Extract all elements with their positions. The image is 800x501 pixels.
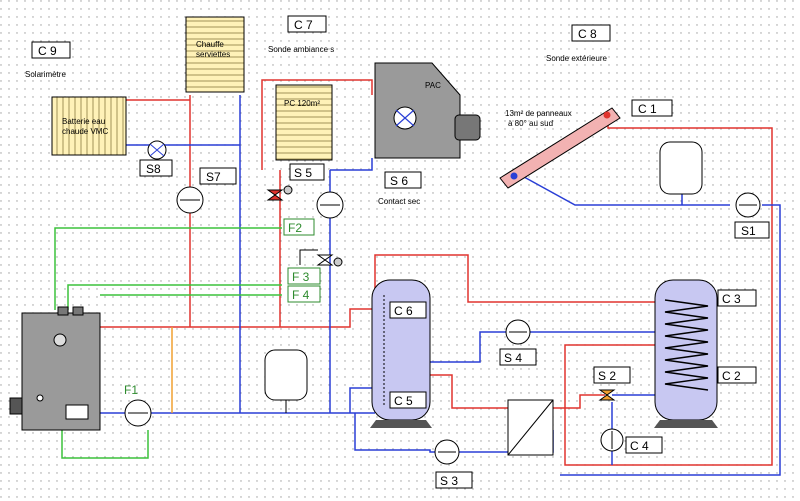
- label-s6: S 6: [384, 171, 422, 189]
- svg-text:S7: S7: [206, 170, 221, 184]
- svg-text:S 2: S 2: [598, 369, 616, 383]
- label-s3: S 3: [435, 471, 473, 489]
- label-f2: F2: [283, 218, 315, 236]
- svg-text:F2: F2: [288, 221, 302, 235]
- label-s5: S 5: [289, 163, 325, 181]
- svg-text:F 4: F 4: [292, 288, 310, 302]
- batterie-vmc-radiator: [51, 96, 127, 156]
- label-c9: C 9: [31, 41, 71, 59]
- expansion-vessel-heating: [264, 349, 308, 413]
- label-s4: S 4: [499, 348, 537, 366]
- svg-text:S8: S8: [146, 162, 161, 176]
- label-f3: F 3: [287, 267, 321, 285]
- svg-text:S 3: S 3: [440, 474, 458, 488]
- pump-s1: [735, 192, 761, 218]
- label-pac: PAC: [425, 81, 441, 90]
- svg-text:S 4: S 4: [504, 351, 522, 365]
- label-chauffe: Chauffe: [196, 40, 224, 49]
- svg-text:F 3: F 3: [292, 270, 310, 284]
- pump-c4: [600, 428, 624, 452]
- pump-s3: [434, 439, 460, 465]
- svg-text:C 3: C 3: [722, 292, 741, 306]
- svg-text:C 5: C 5: [394, 394, 413, 408]
- svg-text:S1: S1: [741, 224, 756, 238]
- svg-text:C 8: C 8: [578, 27, 597, 41]
- label-c1: C 1: [631, 99, 673, 117]
- valve-3way-f3: [316, 254, 343, 267]
- svg-text:C 2: C 2: [722, 369, 741, 383]
- thin-black-pipes: [299, 249, 318, 265]
- pump-s7: [176, 186, 204, 214]
- valve-3way-s2: [598, 389, 616, 401]
- pump-s8: [147, 140, 167, 160]
- svg-text:C 4: C 4: [630, 439, 649, 453]
- plancher-chauffant-radiator: [275, 84, 333, 161]
- label-batterie-1: Batterie eau: [62, 117, 105, 126]
- label-sonde-exterieure: Sonde extérieure: [546, 54, 607, 63]
- boiler: [9, 306, 101, 431]
- label-pc: PC 120m²: [284, 99, 320, 108]
- green-pipes: [54, 227, 282, 459]
- plate-heat-exchanger: [507, 399, 554, 456]
- svg-text:F1: F1: [124, 383, 138, 397]
- valve-3way-s5: [266, 185, 293, 201]
- label-sonde-ambiance: Sonde ambiance s: [268, 45, 334, 54]
- heat-pump-pac: [374, 62, 481, 159]
- svg-text:C 7: C 7: [294, 18, 313, 32]
- label-c7: C 7: [287, 15, 327, 33]
- expansion-vessel-solar: [659, 141, 703, 195]
- label-contact-sec: Contact sec: [378, 197, 420, 206]
- label-c5: C 5: [389, 391, 427, 409]
- svg-text:C 6: C 6: [394, 304, 413, 318]
- svg-text:C 9: C 9: [38, 44, 57, 58]
- label-s8: S8: [139, 159, 173, 177]
- chauffe-serviettes-radiator: [185, 16, 245, 93]
- pump-s4: [505, 319, 531, 345]
- solar-panel: [499, 107, 621, 189]
- label-c3: C 3: [717, 289, 757, 307]
- label-c6: C 6: [389, 301, 427, 319]
- label-c4: C 4: [625, 436, 663, 454]
- svg-text:S 5: S 5: [294, 166, 312, 180]
- svg-text:C 1: C 1: [638, 102, 657, 116]
- label-panneaux-1: 13m² de panneaux: [505, 109, 572, 118]
- label-s2: S 2: [593, 366, 631, 384]
- label-batterie-2: chaude VMC: [62, 127, 108, 136]
- pump-s5: [316, 191, 344, 219]
- label-f4: F 4: [287, 285, 321, 303]
- label-c8: C 8: [571, 24, 611, 42]
- label-f1: F1: [124, 383, 138, 397]
- label-panneaux-2: à 80° au sud: [508, 119, 553, 128]
- label-serviettes: serviettes: [196, 50, 230, 59]
- label-c2: C 2: [717, 366, 757, 384]
- label-solarimetre: Solarimètre: [25, 70, 66, 79]
- svg-text:S 6: S 6: [390, 174, 408, 188]
- label-s1: S1: [734, 221, 770, 239]
- label-s7: S7: [199, 167, 237, 185]
- dhw-tank: [654, 279, 718, 428]
- pump-f1: [124, 399, 152, 427]
